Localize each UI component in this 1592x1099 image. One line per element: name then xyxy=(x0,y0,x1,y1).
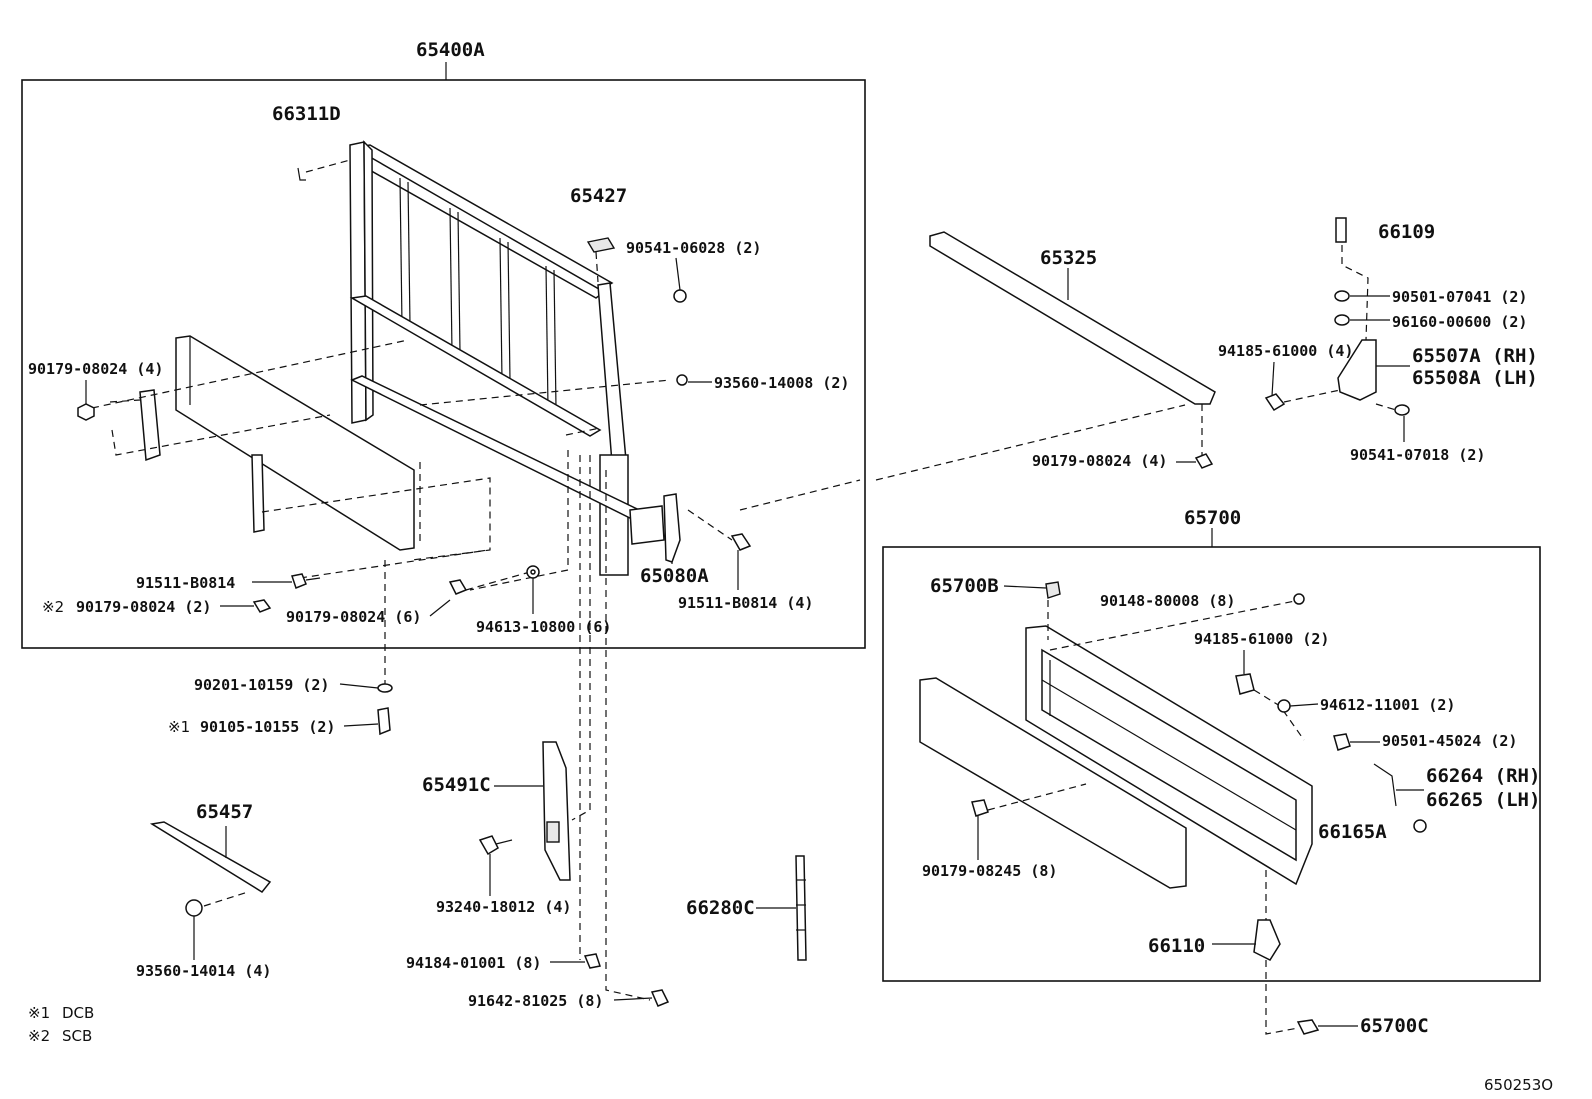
note-mark-2a: ※2 xyxy=(42,598,64,616)
labels: 65400A 66311D 65427 90541-06028 (2) 9017… xyxy=(28,39,1540,1037)
label-65080A: 65080A xyxy=(640,565,709,587)
label-90179-08245: 90179-08245 (8) xyxy=(922,862,1057,880)
label-90179-08024-c: 90179-08024 (6) xyxy=(286,608,421,626)
label-65700B: 65700B xyxy=(930,575,999,597)
label-90148-80008: 90148-80008 (8) xyxy=(1100,592,1235,610)
label-65427: 65427 xyxy=(570,185,627,207)
rear-frame-drawing xyxy=(139,140,681,576)
label-65507A: 65507A (RH) xyxy=(1412,345,1538,367)
label-90179-08024-b: 90179-08024 (2) xyxy=(76,598,211,616)
label-65700: 65700 xyxy=(1184,507,1241,529)
label-90179-08024-d: 90179-08024 (4) xyxy=(1032,452,1167,470)
diagram-id: 650253O xyxy=(1484,1076,1553,1094)
label-94185-61000-b: 94185-61000 (2) xyxy=(1194,630,1329,648)
footnote-text-2: SCB xyxy=(62,1027,92,1045)
label-66264: 66264 (RH) xyxy=(1426,765,1540,787)
footnote-text-1: DCB xyxy=(62,1004,94,1022)
label-66165A: 66165A xyxy=(1318,821,1387,843)
label-leaders xyxy=(85,257,1424,1027)
label-66265: 66265 (LH) xyxy=(1426,789,1540,811)
note-mark-1a: ※1 xyxy=(168,718,190,736)
label-93240-18012: 93240-18012 (4) xyxy=(436,898,571,916)
label-66109: 66109 xyxy=(1378,221,1435,243)
label-90501-07041: 90501-07041 (2) xyxy=(1392,288,1527,306)
label-65700C: 65700C xyxy=(1360,1015,1429,1037)
label-65508A: 65508A (LH) xyxy=(1412,367,1538,389)
lower-left-parts xyxy=(149,741,807,1007)
right-top-parts xyxy=(929,217,1410,469)
label-65400A: 65400A xyxy=(416,39,485,61)
label-91642-81025: 91642-81025 (8) xyxy=(468,992,603,1010)
label-93560-14008: 93560-14008 (2) xyxy=(714,374,849,392)
label-90201-10159: 90201-10159 (2) xyxy=(194,676,329,694)
tail-gate-drawing xyxy=(919,581,1427,1035)
label-90105-10155: 90105-10155 (2) xyxy=(200,718,335,736)
label-90541-07018: 90541-07018 (2) xyxy=(1350,446,1485,464)
label-96160-00600: 96160-00600 (2) xyxy=(1392,313,1527,331)
rear-frame-fasteners xyxy=(77,289,752,736)
label-93560-14014: 93560-14014 (4) xyxy=(136,962,271,980)
label-94612-11001: 94612-11001 (2) xyxy=(1320,696,1455,714)
label-91511-B0814-a: 91511-B0814 xyxy=(136,574,235,592)
label-90179-08024-a: 90179-08024 (4) xyxy=(28,360,163,378)
footnote-mark-1: ※1 xyxy=(28,1004,50,1022)
footnote-mark-2: ※2 xyxy=(28,1027,50,1045)
label-94184-01001: 94184-01001 (8) xyxy=(406,954,541,972)
footnotes: ※1 DCB ※2 SCB xyxy=(28,1004,94,1045)
label-66280C: 66280C xyxy=(686,897,755,919)
rear-frame-box xyxy=(21,79,866,649)
rear-frame-dashes xyxy=(91,159,1186,1001)
label-66311D: 66311D xyxy=(272,103,341,125)
label-66110: 66110 xyxy=(1148,935,1205,957)
label-65325: 65325 xyxy=(1040,247,1097,269)
label-90501-45024: 90501-45024 (2) xyxy=(1382,732,1517,750)
label-94185-61000-a: 94185-61000 (4) xyxy=(1218,342,1353,360)
label-90541-06028: 90541-06028 (2) xyxy=(626,239,761,257)
label-65491C: 65491C xyxy=(422,774,491,796)
label-91511-B0814-b: 91511-B0814 (4) xyxy=(678,594,813,612)
label-94613-10800: 94613-10800 (6) xyxy=(476,618,611,636)
label-65457: 65457 xyxy=(196,801,253,823)
